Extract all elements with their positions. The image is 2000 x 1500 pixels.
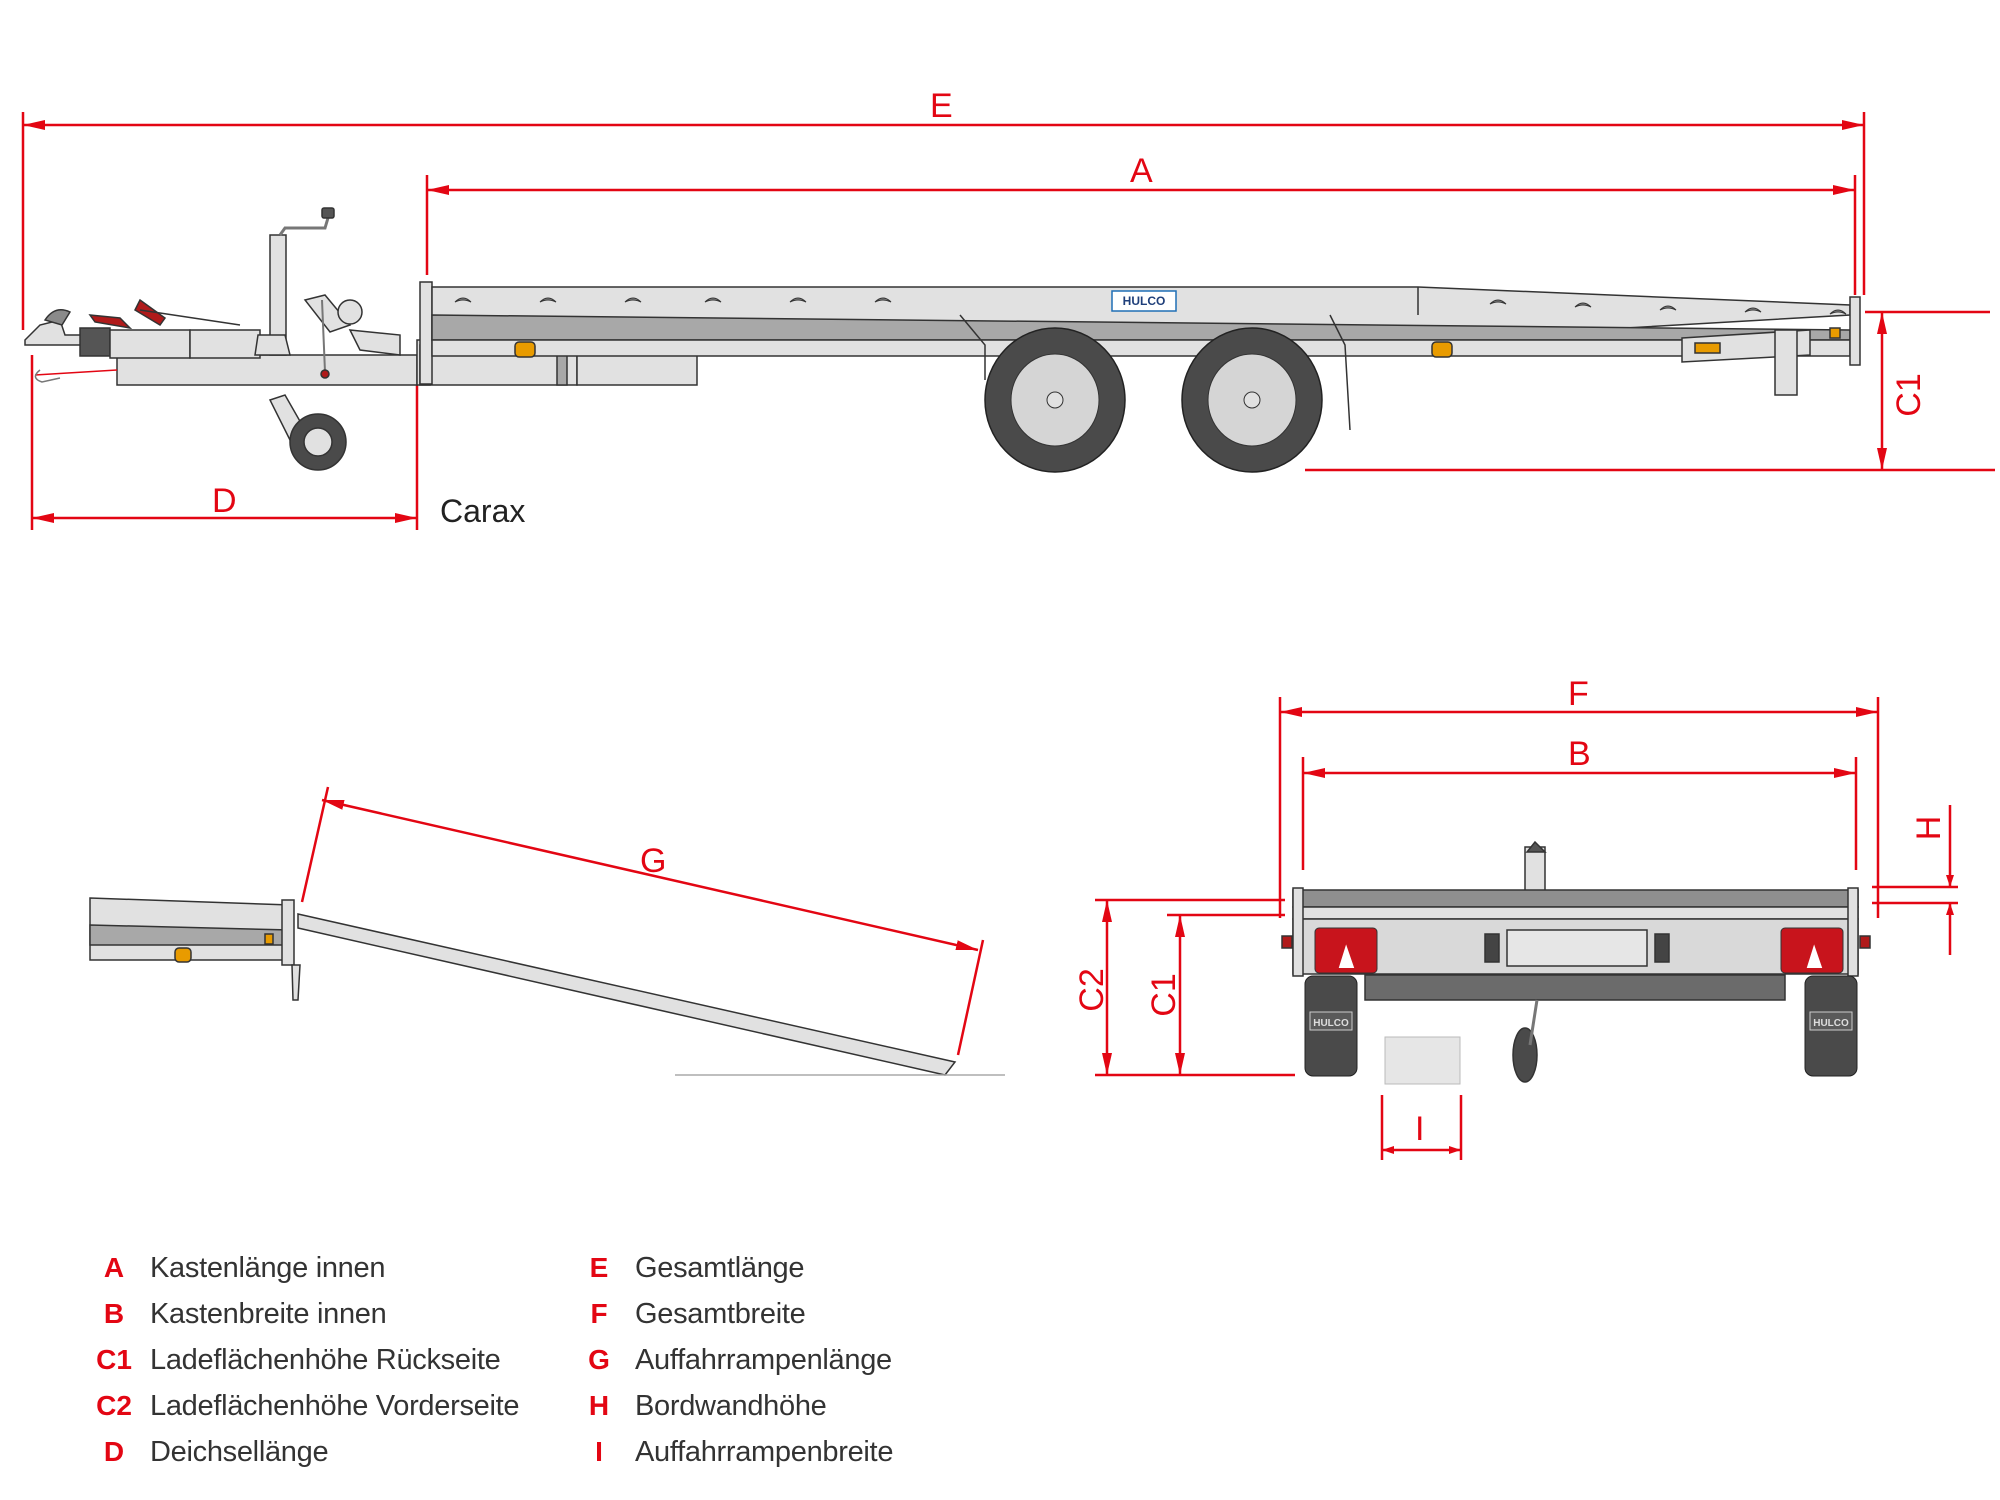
legend-text: Gesamtlänge — [635, 1251, 805, 1284]
legend-text: Deichsellänge — [150, 1435, 329, 1468]
legend-text: Kastenlänge innen — [150, 1251, 386, 1284]
rear-view: F B H C2 C1 — [1073, 675, 1958, 1160]
label-A: A — [1130, 152, 1153, 190]
legend-key: B — [103, 1298, 125, 1329]
legend-item: E Gesamtlänge — [571, 1245, 971, 1291]
coupling — [24, 298, 261, 383]
dimension-C2 — [1095, 898, 1295, 1077]
jockey-wheel — [254, 207, 347, 471]
label-F: F — [1568, 675, 1589, 713]
bed-rear-section — [89, 897, 301, 1001]
dimension-C1-rear — [1167, 913, 1285, 1075]
label-G: G — [640, 842, 666, 880]
label-D: D — [212, 482, 237, 520]
model-name: Carax — [440, 493, 525, 529]
label-C1-side: C1 — [1890, 373, 1928, 416]
legend-key: I — [595, 1436, 603, 1467]
jockey-wheel-rear — [1512, 999, 1539, 1083]
legend-item: C2 Ladeflächenhöhe Vorderseite — [86, 1383, 571, 1429]
svg-text:HULCO: HULCO — [1123, 294, 1166, 308]
label-B: B — [1568, 735, 1591, 773]
dimension-B — [1301, 757, 1858, 870]
legend-text: Gesamtbreite — [635, 1297, 806, 1330]
legend-key: E — [589, 1252, 609, 1283]
wheel-front — [984, 327, 1126, 473]
legend-item: D Deichsellänge — [86, 1429, 571, 1475]
brand-badge-side: HULCO — [1111, 290, 1177, 312]
legend-key: C2 — [96, 1390, 132, 1421]
ramp — [297, 913, 957, 1076]
legend-item: C1 Ladeflächenhöhe Rückseite — [86, 1337, 571, 1383]
legend-item: B Kastenbreite innen — [86, 1291, 571, 1337]
legend-item: H Bordwandhöhe — [571, 1383, 971, 1429]
legend-key: H — [588, 1390, 610, 1421]
winch — [303, 294, 401, 379]
svg-text:HULCO: HULCO — [1813, 1018, 1849, 1029]
legend-key: D — [103, 1436, 125, 1467]
mudflap-right: HULCO — [1804, 975, 1858, 1077]
dimension-E — [21, 112, 1866, 330]
legend-text: Auffahrrampenbreite — [635, 1435, 894, 1468]
legend-text: Ladeflächenhöhe Rückseite — [150, 1343, 501, 1376]
tail-light-right — [1780, 927, 1844, 974]
label-E: E — [930, 87, 953, 125]
dimension-A — [425, 175, 1857, 295]
label-H: H — [1910, 816, 1948, 841]
ramp-end — [1384, 1036, 1461, 1085]
legend-text: Bordwandhöhe — [635, 1389, 827, 1422]
dimension-H — [1872, 805, 1958, 955]
legend-key: F — [590, 1298, 608, 1329]
svg-text:HULCO: HULCO — [1313, 1018, 1349, 1029]
legend-item: A Kastenlänge innen — [86, 1245, 571, 1291]
legend-text: Auffahrrampenlänge — [635, 1343, 892, 1376]
legend: A Kastenlänge innen E Gesamtlänge B Kastenb… — [86, 1245, 971, 1475]
tail-light-left — [1314, 927, 1378, 974]
legend-key: A — [103, 1252, 125, 1283]
side-view: E A D Carax C1 — [21, 87, 1995, 530]
legend-text: Kastenbreite innen — [150, 1297, 387, 1330]
mudflap-left: HULCO — [1304, 975, 1358, 1077]
legend-key: G — [588, 1344, 610, 1375]
legend-item: I Auffahrrampenbreite — [571, 1429, 971, 1475]
dimension-I — [1380, 1095, 1463, 1160]
legend-item: G Auffahrrampenlänge — [571, 1337, 971, 1383]
label-I: I — [1415, 1110, 1424, 1148]
rear-body — [1281, 840, 1871, 1001]
tie-down-slots — [454, 297, 1847, 315]
dimension-G — [300, 786, 985, 1056]
legend-item: F Gesamtbreite — [571, 1291, 971, 1337]
label-C2: C2 — [1073, 968, 1111, 1011]
dimension-D — [30, 355, 419, 530]
ramp-view: G — [89, 786, 1005, 1076]
label-C1-rear: C1 — [1145, 973, 1183, 1016]
wheel-rear — [1181, 327, 1323, 473]
legend-text: Ladeflächenhöhe Vorderseite — [150, 1389, 520, 1422]
dimension-C1-side — [1305, 310, 1995, 472]
legend-key: C1 — [96, 1344, 132, 1375]
dimension-F — [1278, 697, 1880, 918]
